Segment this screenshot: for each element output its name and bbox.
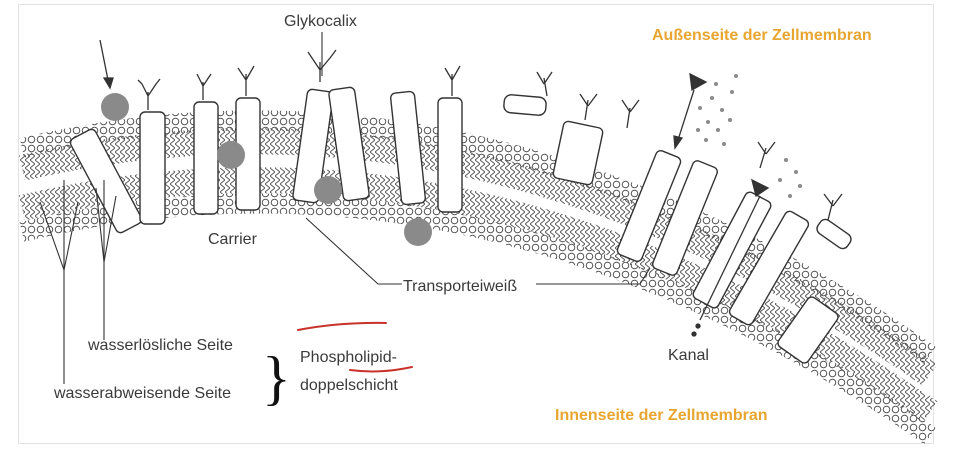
outside-label: Außenseite der Zellmembran: [652, 27, 872, 44]
transport-protein-c: [390, 90, 426, 206]
molecule-outside: [101, 93, 129, 121]
carrier-protein-left-b: [139, 111, 166, 225]
inside-label: Innenseite der Zellmembran: [555, 407, 768, 424]
channel-label: Kanal: [668, 347, 709, 364]
water-repellent-label: wasserabweisende Seite: [53, 385, 231, 402]
membrane-proteins: [69, 86, 852, 364]
channel-protein-b: [652, 160, 718, 276]
transported-molecules: [101, 93, 432, 246]
glycocalyx-chains: [137, 49, 843, 221]
handwritten-annotations: [297, 321, 413, 373]
ion-dots: [696, 74, 802, 198]
channel-protein-a: [616, 150, 682, 262]
channel-protein-d: [728, 210, 810, 326]
transport-protein-d: [437, 97, 463, 213]
brace-symbol: }: [262, 345, 291, 411]
peripheral-protein-top: [503, 94, 547, 116]
glykocalix-label: Glykocalix: [284, 13, 357, 30]
leader-lines: [39, 32, 651, 384]
integral-protein: [552, 120, 604, 186]
carrier-label: Carrier: [208, 231, 258, 248]
bilayer-label: doppelschicht: [300, 377, 398, 394]
peripheral-protein-right: [816, 218, 852, 250]
transport-protein-a: [292, 88, 334, 204]
molecule-transport: [314, 176, 342, 204]
molecule-carrier: [217, 141, 245, 169]
water-soluble-label: wasserlösliche Seite: [87, 337, 233, 354]
lower-protein: [777, 296, 839, 364]
transport-protein-b: [328, 86, 370, 202]
annotation-stroke-top: [297, 321, 387, 331]
phospholipid-label: Phospholipid-: [300, 349, 397, 366]
transport-protein-label: Transporteiweiß: [403, 278, 517, 295]
annotation-underline: [349, 366, 413, 373]
figure-frame: [18, 4, 934, 444]
carrier-protein-left-a: [69, 128, 143, 234]
molecule-inside: [404, 218, 432, 246]
carrier-protein-mid-a: [193, 101, 219, 215]
transport-arrows: [99, 39, 770, 337]
